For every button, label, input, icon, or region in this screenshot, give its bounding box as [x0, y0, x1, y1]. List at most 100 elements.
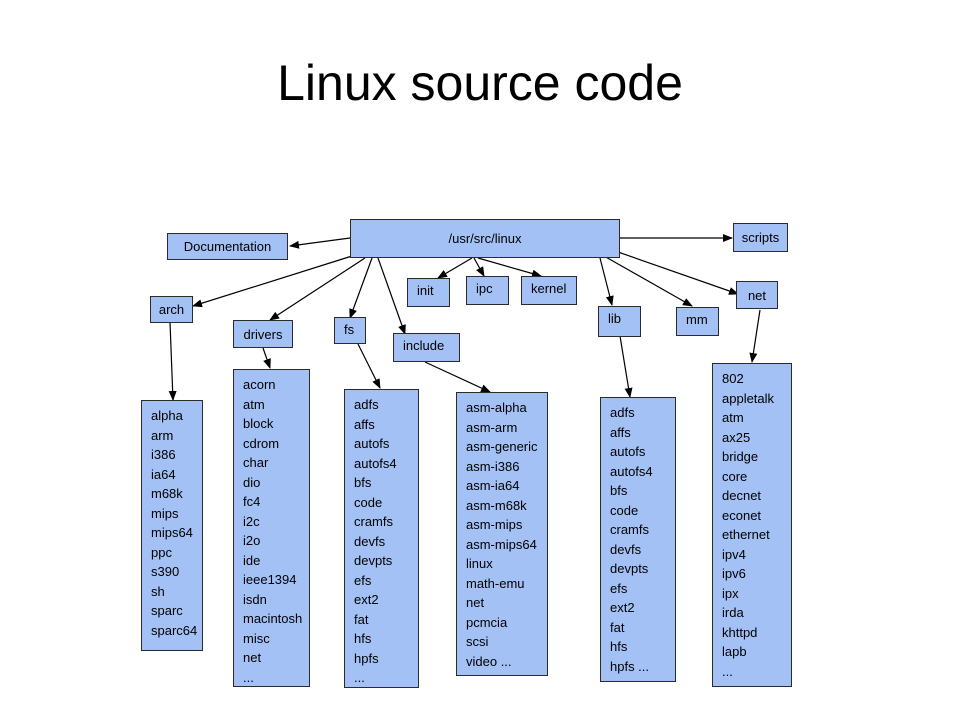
list-item: cramfs	[610, 522, 649, 537]
list-item: devfs	[354, 533, 386, 549]
arrow-include-list	[424, 361, 491, 393]
list-item: ia64	[151, 466, 176, 482]
list-item: econet	[722, 507, 762, 523]
list-item: adfs	[610, 405, 635, 420]
list-item: bfs	[610, 483, 628, 498]
list-include: asm-alpha asm-arm asm-generic asm-i386 a…	[456, 392, 548, 676]
list-item: appletalk	[722, 390, 775, 406]
arrow-root-mm	[603, 255, 693, 307]
list-item: hpfs	[354, 650, 379, 666]
list-item: affs	[610, 424, 631, 440]
list-item: ...	[722, 663, 733, 679]
list-item: pcmcia	[466, 614, 508, 630]
list-item: char	[243, 455, 269, 470]
list-item: ext2	[354, 592, 379, 607]
list-item: linux	[466, 556, 493, 571]
arrow-root-include	[377, 257, 406, 335]
list-item: fat	[354, 611, 369, 627]
list-item: 802	[722, 371, 744, 386]
arrow-root-lib	[599, 257, 614, 306]
list-item: ipv6	[722, 566, 746, 581]
list-item: asm-i386	[466, 458, 520, 474]
arrow-root-arch	[192, 255, 353, 308]
list-item: lapb	[722, 644, 747, 659]
node-ipc: ipc	[466, 276, 509, 305]
list-item: ...	[354, 670, 365, 685]
list-item: asm-mips	[466, 517, 523, 532]
list-item: video ...	[466, 653, 512, 669]
arrow-root-net	[617, 251, 739, 295]
list-item: bfs	[354, 475, 372, 490]
list-item: asm-alpha	[466, 400, 527, 415]
list-item: irda	[722, 605, 744, 620]
list-item: ...	[243, 669, 254, 685]
list-item: arm	[151, 427, 174, 443]
list-item: fc4	[243, 494, 261, 509]
list-item: atm	[722, 410, 744, 425]
node-include: include	[393, 333, 460, 362]
list-item: autofs	[354, 436, 390, 451]
list-item: devpts	[610, 561, 649, 576]
list-item: alpha	[151, 408, 183, 423]
list-item: isdn	[243, 591, 267, 607]
list-item: efs	[610, 580, 628, 596]
list-item: devpts	[354, 553, 393, 568]
list-item: ieee1394	[243, 572, 297, 587]
list-item: macintosh	[243, 611, 303, 626]
list-item: bridge	[722, 449, 759, 464]
list-item: sh	[151, 583, 165, 599]
list-item: ext2	[610, 600, 635, 615]
arrow-root-documentation	[289, 237, 351, 249]
arrow-root-ipc	[473, 257, 485, 277]
list-item: net	[466, 595, 485, 610]
list-item: autofs	[610, 444, 646, 459]
arrow-root-kernel	[477, 257, 542, 278]
list-item: scsi	[466, 634, 489, 649]
list-item: asm-generic	[466, 439, 538, 454]
list-item: sparc	[151, 603, 183, 618]
list-item: mips	[151, 505, 179, 521]
list-item: acorn	[243, 377, 276, 392]
page-title: Linux source code	[277, 55, 683, 111]
node-scripts: scripts	[733, 223, 788, 252]
list-item: misc	[243, 630, 270, 646]
list-item: asm-arm	[466, 419, 518, 435]
arrow-root-init	[437, 257, 473, 279]
node-documentation: Documentation	[167, 233, 288, 260]
node-init: init	[407, 278, 450, 307]
list-item: efs	[354, 572, 372, 588]
list-item: i2o	[243, 533, 261, 548]
list-item: s390	[151, 564, 180, 579]
list-item: cdrom	[243, 435, 280, 451]
node-mm: mm	[676, 307, 719, 336]
list-item: fat	[610, 619, 625, 635]
list-item: affs	[354, 416, 375, 432]
list-item: atm	[243, 396, 265, 412]
list-item: i386	[151, 447, 176, 462]
node-lib: lib	[598, 306, 641, 337]
list-item: decnet	[722, 488, 762, 503]
node-fs: fs	[334, 317, 366, 344]
list-item: ipv4	[722, 546, 746, 562]
list-item: khttpd	[722, 624, 758, 640]
arrow-root-fs	[349, 257, 373, 319]
list-item: asm-mips64	[466, 536, 537, 552]
list-item: devfs	[610, 541, 642, 557]
node-kernel: kernel	[521, 276, 577, 305]
list-item: i2c	[243, 513, 260, 529]
list-item: autofs4	[354, 455, 397, 471]
list-item: hfs	[610, 639, 628, 654]
list-item: adfs	[354, 397, 379, 412]
list-item: ide	[243, 552, 261, 568]
arrow-fs-list	[357, 343, 381, 389]
arrow-lib-list	[619, 335, 633, 398]
node-root: /usr/src/linux	[350, 219, 620, 258]
arrow-arch-list	[168, 321, 177, 401]
node-arch: arch	[150, 296, 193, 323]
list-item: autofs4	[610, 463, 653, 479]
list-item: core	[722, 468, 748, 484]
list-item: ipx	[722, 585, 739, 601]
list-arch: alpha arm i386 ia64 m68k mips mips64 ppc…	[141, 400, 203, 651]
list-item: mips64	[151, 525, 193, 540]
